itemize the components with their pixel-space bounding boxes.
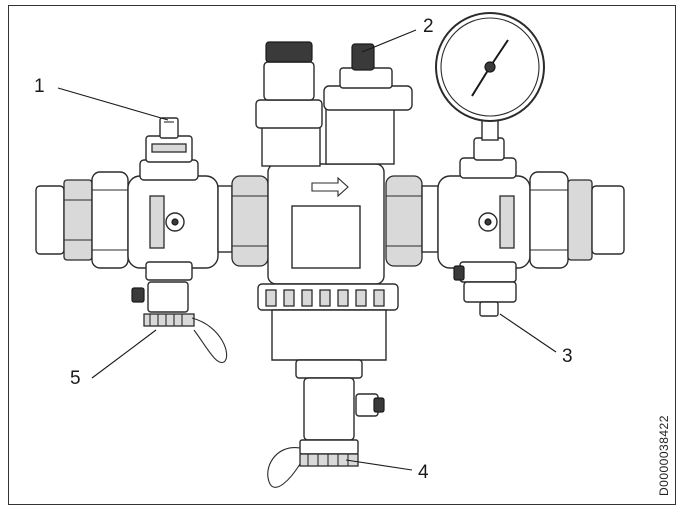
right-pipe-connector [529,171,625,269]
pressure-relief-valve [323,43,413,165]
left-ball-valve [127,135,219,281]
vent-valve [159,117,179,139]
document-id: D0000038422 [657,415,671,496]
left-pipe-connector [35,171,129,269]
leader-line-5 [91,329,157,379]
drain-tap-bottom [267,439,359,488]
right-ball-valve [437,137,531,269]
callout-number-4: 4 [418,462,429,483]
drain-tap-right [453,261,517,317]
callout-number-1: 1 [34,76,45,97]
filter-ribs [265,289,385,307]
callout-number-3: 3 [562,346,573,367]
left-coupling-nut [217,175,269,267]
leader-line-3 [499,313,557,353]
leader-line-1 [57,87,169,121]
drain-tap-left [131,281,228,363]
pressure-gauge [435,12,545,141]
automatic-air-vent [255,41,323,167]
leader-line-2 [361,29,417,53]
filter-housing [257,163,399,441]
leader-line-4 [345,459,413,471]
callout-number-2: 2 [423,16,434,37]
right-coupling-nut [385,175,439,267]
callout-number-5: 5 [70,368,81,389]
